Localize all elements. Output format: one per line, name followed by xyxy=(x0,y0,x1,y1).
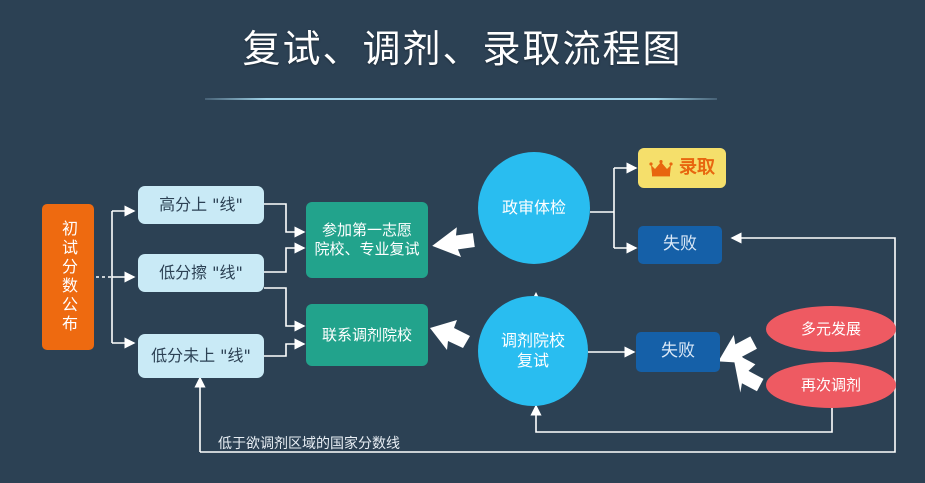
node-fail-top[interactable]: 失败 xyxy=(638,226,722,264)
node-transfer-interview[interactable]: 调剂院校 复试 xyxy=(478,296,588,406)
node-transfer-interview-line2: 复试 xyxy=(516,351,549,370)
node-political-physical-exam-line1: 政审体检 xyxy=(501,198,566,217)
node-start-score-release[interactable]: 初试分数公布 xyxy=(42,204,94,350)
node-first-choice-interview-line2: 院校、专业复试 xyxy=(314,240,420,258)
node-score-below[interactable]: 低分未上 "线" xyxy=(138,334,264,378)
node-score-high[interactable]: 高分上 "线" xyxy=(138,186,264,224)
page-title: 复试、调剂、录取流程图 xyxy=(242,27,683,71)
feedback-note-label: 低于欲调剂区域的国家分数线 xyxy=(218,436,400,452)
node-outcome-diverse-development[interactable]: 多元发展 xyxy=(766,306,896,352)
title-divider xyxy=(205,98,717,100)
node-transfer-interview-line1: 调剂院校 xyxy=(500,331,565,350)
node-score-borderline[interactable]: 低分擦 "线" xyxy=(138,254,264,292)
crown-icon xyxy=(649,159,673,177)
node-contact-transfer-school[interactable]: 联系调剂院校 xyxy=(306,304,428,366)
node-admitted-label: 录取 xyxy=(679,156,715,178)
node-outcome-retransfer[interactable]: 再次调剂 xyxy=(766,362,896,408)
node-admitted[interactable]: 录取 xyxy=(638,148,726,188)
node-political-physical-exam[interactable]: 政审体检 xyxy=(478,152,590,264)
node-first-choice-interview-line1: 参加第一志愿 xyxy=(321,221,412,240)
node-fail-bottom[interactable]: 失败 xyxy=(636,332,720,372)
node-first-choice-interview[interactable]: 参加第一志愿 院校、专业复试 xyxy=(306,202,428,278)
